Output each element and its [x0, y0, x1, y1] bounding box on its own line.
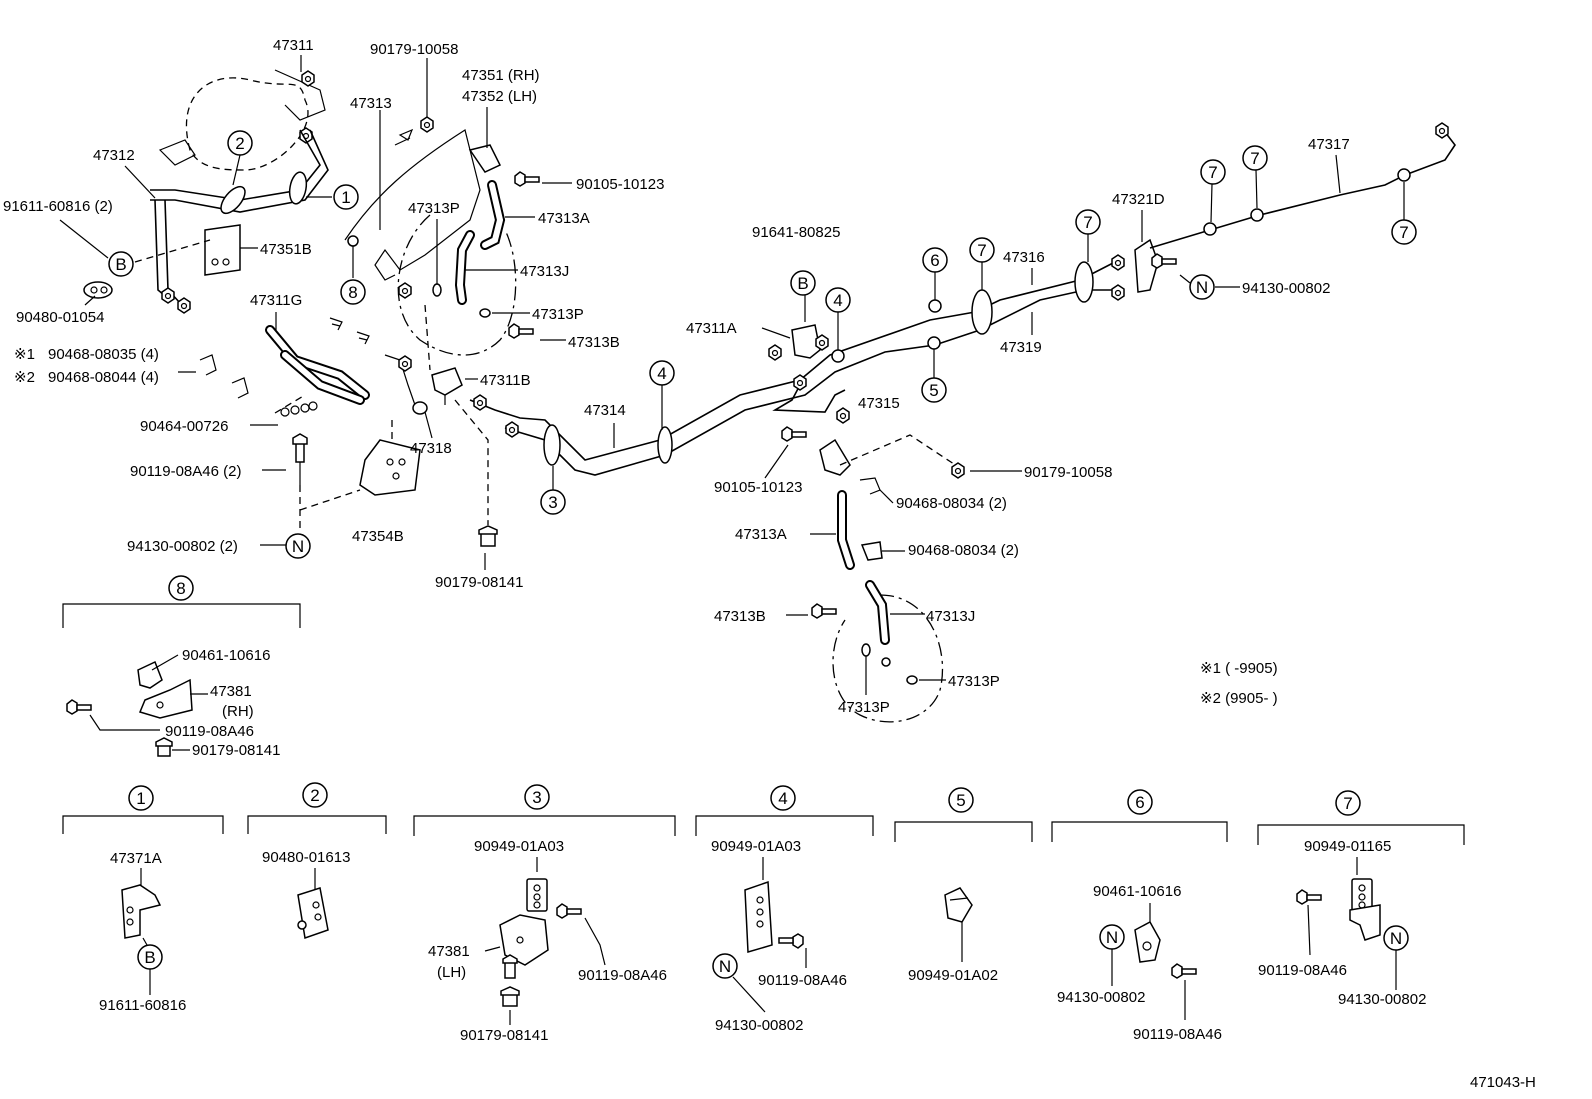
label-s3-90119-08A46: 90119-08A46: [578, 967, 667, 984]
detail-5-clip: [944, 887, 973, 923]
label-47313B-b: 47313B: [714, 608, 766, 625]
label-47312: 47312: [93, 147, 135, 164]
label-91641-80825: 91641-80825: [752, 224, 840, 241]
label-47313B-a: 47313B: [568, 334, 620, 351]
label-47313J-b: 47313J: [926, 608, 975, 625]
figure-code: 471043-H: [1470, 1074, 1536, 1091]
label-s8-47381: 47381: [210, 683, 252, 700]
label-47311B: 47311B: [480, 372, 531, 389]
label-47313J-a: 47313J: [520, 263, 569, 280]
label-s8-rh: (RH): [222, 703, 254, 720]
main-brake-lines: [469, 254, 1125, 476]
label-94130-00802-2: 94130-00802 (2): [127, 538, 238, 555]
hose-detail-center: [781, 426, 965, 723]
label-47313A-a: 47313A: [538, 210, 590, 227]
label-s4-94130-00802: 94130-00802: [715, 1017, 803, 1034]
label-47314: 47314: [584, 402, 626, 419]
label-47311G: 47311G: [250, 292, 302, 309]
label-s3-lh: (LH): [437, 964, 466, 981]
label-s7-94130-00802: 94130-00802: [1338, 991, 1426, 1008]
label-s7-90119-08A46: 90119-08A46: [1258, 962, 1347, 979]
label-s2-90480-01613: 90480-01613: [262, 849, 350, 866]
mark-2: ※2: [14, 369, 35, 386]
three-way-47311A: [768, 295, 829, 361]
label-47319: 47319: [1000, 339, 1042, 356]
note-2: ※2 (9905- ): [1200, 690, 1278, 707]
detail-1-clamp: [121, 884, 162, 939]
label-47313P-b: 47313P: [532, 306, 584, 323]
label-90105-10123-top: 90105-10123: [576, 176, 664, 193]
label-s8-90119-08A46: 90119-08A46: [165, 723, 254, 740]
label-47352-lh: 47352 (LH): [462, 88, 537, 105]
label-s3-47381: 47381: [428, 943, 470, 960]
reservoir-bracket: [344, 58, 540, 356]
label-s4-90119-08A46: 90119-08A46: [758, 972, 847, 989]
label-47316: 47316: [1003, 249, 1045, 266]
label-s7-90949-01165: 90949-01165: [1304, 838, 1391, 855]
detail-4-parts: [744, 880, 804, 953]
master-cylinder-area: [83, 69, 332, 314]
label-90468-08034-a: 90468-08034 (2): [896, 495, 1007, 512]
label-90468-08034-b: 90468-08034 (2): [908, 542, 1019, 559]
detail-8-parts: [66, 660, 193, 757]
rear-lines-47317: [1134, 122, 1456, 293]
label-47311: 47311: [273, 37, 314, 54]
label-47313P-c: 47313P: [948, 673, 1000, 690]
label-47313: 47313: [350, 95, 392, 112]
label-90179-10058-top: 90179-10058: [370, 41, 458, 58]
pipe-47315: [772, 374, 850, 424]
label-47351B: 47351B: [260, 241, 312, 258]
label-90179-08141-mid: 90179-08141: [435, 574, 523, 591]
label-s8-90179-08141: 90179-08141: [192, 742, 280, 759]
detail-6-parts: [1134, 920, 1197, 979]
label-s5-90949-01A02: 90949-01A02: [908, 967, 998, 984]
label-s3-90179-08141: 90179-08141: [460, 1027, 548, 1044]
mark-1: ※1: [14, 346, 35, 363]
label-90179-10058-mid: 90179-10058: [1024, 464, 1112, 481]
flexible-hose-47311G: [199, 317, 370, 530]
label-47321D: 47321D: [1112, 191, 1165, 208]
detail-7-parts: [1296, 878, 1381, 941]
label-47318: 47318: [410, 440, 452, 457]
label-s6-90461-10616: 90461-10616: [1093, 883, 1181, 900]
detail-2-clamp: [297, 887, 329, 940]
label-90468-08035-4: 90468-08035 (4): [48, 346, 159, 363]
label-s1-91611-60816: 91611-60816: [99, 997, 186, 1014]
label-s1-47371A: 47371A: [110, 850, 162, 867]
label-47354B: 47354B: [352, 528, 404, 545]
label-s3-90949-01A03: 90949-01A03: [474, 838, 564, 855]
label-47315: 47315: [858, 395, 900, 412]
label-s4-90949-01A03: 90949-01A03: [711, 838, 801, 855]
label-47317: 47317: [1308, 136, 1350, 153]
label-90105-10123-mid: 90105-10123: [714, 479, 802, 496]
label-91611-60816-2: 91611-60816 (2): [3, 198, 113, 215]
label-s6-94130-00802: 94130-00802: [1057, 989, 1145, 1006]
label-s8-90461-10616: 90461-10616: [182, 647, 270, 664]
label-90480-01054: 90480-01054: [16, 309, 104, 326]
label-94130-00802-right: 94130-00802: [1242, 280, 1330, 297]
label-90464-00726: 90464-00726: [140, 418, 228, 435]
label-47351-rh: 47351 (RH): [462, 67, 540, 84]
label-47311A: 47311A: [686, 320, 737, 337]
label-47313A-b: 47313A: [735, 526, 787, 543]
label-90468-08044-4: 90468-08044 (4): [48, 369, 159, 386]
label-s6-90119-08A46: 90119-08A46: [1133, 1026, 1222, 1043]
label-90119-08A46-2: 90119-08A46 (2): [130, 463, 241, 480]
label-47313P-a: 47313P: [408, 200, 460, 217]
label-47313P-d: 47313P: [838, 699, 890, 716]
bracket-47354B: [299, 304, 498, 547]
note-1: ※1 ( -9905): [1200, 660, 1278, 677]
detail-3-parts: [499, 878, 582, 1007]
